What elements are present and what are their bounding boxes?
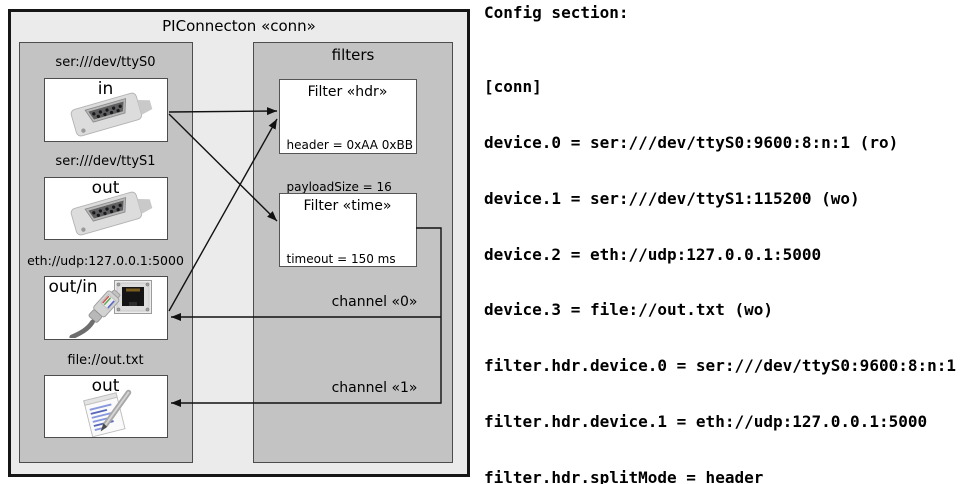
config-line: device.1 = ser:///dev/ttyS1:115200 (wo) <box>484 188 860 208</box>
filter-title: Filter «hdr» <box>307 83 388 100</box>
filter-param: header = 0xAA 0xBB <box>286 137 413 152</box>
filter-param: timeout = 150 ms <box>286 251 396 266</box>
filters-panel: filters Filter «hdr» header = 0xAA 0xBB … <box>253 42 453 463</box>
channel-1-label: channel «1» <box>331 380 418 396</box>
device-uri-label: ser:///dev/ttyS1 <box>55 154 156 169</box>
config-line: device.2 = eth://udp:127.0.0.1:5000 <box>484 244 822 264</box>
device-box-eth-udp: out/in <box>43 276 168 340</box>
filter-box-time: Filter «time» timeout = 150 ms <box>278 192 417 267</box>
device-box-ser-ttys1: out <box>43 177 168 240</box>
config-line: [conn] <box>484 77 542 97</box>
device-io-label: out <box>91 376 120 396</box>
notepad-icon <box>82 389 131 437</box>
ethernet-jack-icon <box>113 280 152 314</box>
filter-param: payloadSize = 16 <box>286 179 392 194</box>
serial-connector-icon <box>70 92 152 137</box>
channel-0-label: channel «0» <box>331 294 418 310</box>
connection-diagram: PIConnecton «conn» ser:///dev/ttyS0 in <box>8 9 470 477</box>
device-uri-label: file://out.txt <box>67 353 144 368</box>
config-line: filter.hdr.splitMode = header <box>484 467 764 484</box>
filter-params: timeout = 150 ms <box>287 224 396 294</box>
device-io-label: in <box>97 79 114 99</box>
filter-box-hdr: Filter «hdr» header = 0xAA 0xBB payloadS… <box>278 78 417 194</box>
config-line: filter.hdr.device.1 = eth://udp:127.0.0.… <box>484 411 928 431</box>
device-io-label: out/in <box>48 277 98 297</box>
serial-connector-icon <box>70 191 152 236</box>
device-uri-label: ser:///dev/ttyS0 <box>55 55 156 70</box>
config-line: device.3 = file://out.txt (wo) <box>484 300 773 320</box>
filter-title: Filter «time» <box>303 197 392 214</box>
config-line: filter.hdr.device.0 = ser:///dev/ttyS0:9… <box>484 356 957 376</box>
device-box-ser-ttys0: in <box>43 78 168 142</box>
filter-params: header = 0xAA 0xBB payloadSize = 16 <box>287 110 413 222</box>
config-lines: [conn] device.0 = ser:///dev/ttyS0:9600:… <box>484 41 964 484</box>
ethernet-plug-icon <box>68 290 120 338</box>
device-io-label: out <box>91 178 120 198</box>
devices-panel: ser:///dev/ttyS0 in <box>19 42 193 463</box>
config-line: device.0 = ser:///dev/ttyS0:9600:8:n:1 (… <box>484 132 899 152</box>
filters-panel-title: filters <box>331 46 375 64</box>
device-box-file-out: out <box>43 375 168 438</box>
device-uri-label: eth://udp:127.0.0.1:5000 <box>27 253 184 268</box>
config-heading: Config section: <box>484 3 629 22</box>
diagram-title: PIConnecton «conn» <box>162 17 316 35</box>
